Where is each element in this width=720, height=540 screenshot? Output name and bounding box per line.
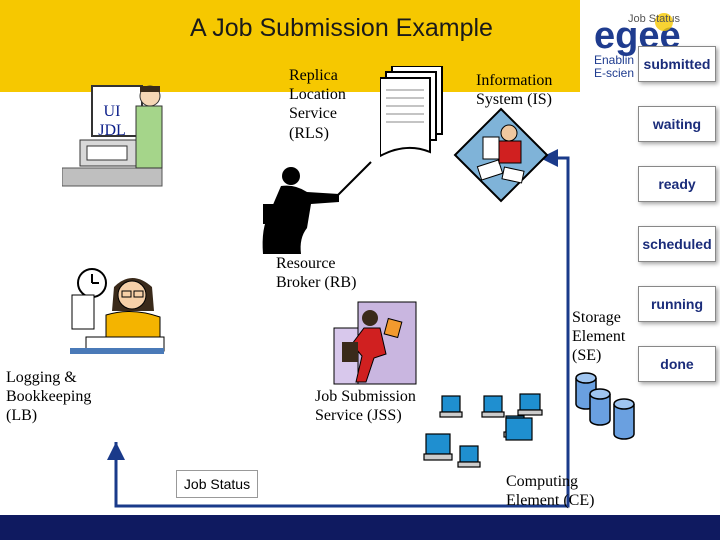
logo-overlay-text: Job Status [628,13,680,25]
status-ready: ready [638,166,716,202]
job-submission-service-icon [333,301,417,385]
logging-bookkeeping-icon [70,268,165,354]
bottom-bar [0,515,720,540]
page-title: A Job Submission Example [190,14,493,42]
status-submitted: submitted [638,46,716,82]
se-label: Storage Element (SE) [572,309,626,365]
information-system-icon [453,107,549,203]
job-status-label: Job Status [176,470,258,498]
rb-label: Resource Broker (RB) [276,255,357,292]
logo-sun-icon [655,13,673,31]
computing-element-icon [423,393,543,468]
ce-to-is-arrow [540,149,570,455]
status-running: running [638,286,716,322]
is-label: Information System (IS) [476,72,553,109]
ui-user-icon [62,85,163,187]
header-band [0,0,580,92]
status-done: done [638,346,716,382]
logo-tagline-1: Enablin [594,53,634,67]
rls-documents-icon [380,66,443,158]
jss-label: Job Submission Service (JSS) [315,388,416,425]
logo-tagline-2: E-scien [594,66,634,80]
storage-element-icon [575,372,635,440]
ce-to-lb-arrow [107,442,570,508]
lb-label: Logging & Bookkeeping (LB) [6,369,92,425]
status-waiting: waiting [638,106,716,142]
status-scheduled: scheduled [638,226,716,262]
ui-jdl-label: UI JDL [98,103,126,140]
rls-label: Replica Location Service (RLS) [289,67,346,142]
resource-broker-icon [262,161,372,254]
ce-label: Computing Element (CE) [506,473,595,510]
